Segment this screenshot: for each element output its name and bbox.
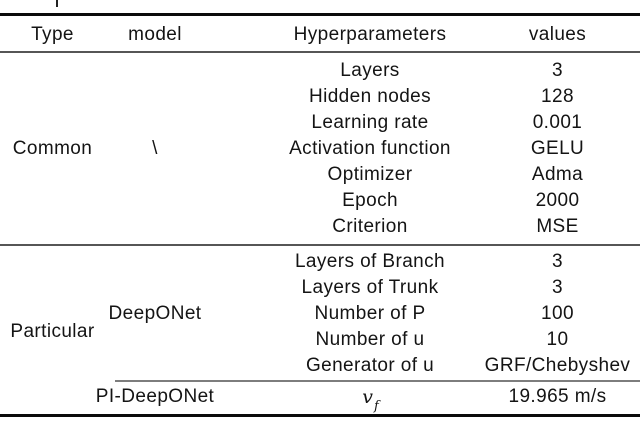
partial-rule-cols-2-4 xyxy=(115,380,640,382)
value-cell: GELU xyxy=(530,138,585,159)
value-cell: Adma xyxy=(531,164,584,185)
param-cell: Number of u xyxy=(315,329,425,350)
param-cell-math: vf xyxy=(245,384,495,415)
value-cell: 128 xyxy=(541,86,574,107)
velocity-symbol: vf xyxy=(362,384,379,415)
value-cell: 10 xyxy=(546,329,569,350)
header-bottom-rule xyxy=(0,51,640,53)
table-row: Criterion MSE xyxy=(0,214,640,240)
table-row: Layers of Branch 3 xyxy=(0,249,640,275)
header-values: values xyxy=(528,24,587,45)
pi-deeponet-model-label: PI-DeepONet xyxy=(95,386,215,407)
table-row: Epoch 2000 xyxy=(0,188,640,214)
table-header-row: Type model Hyperparameters values xyxy=(0,22,640,48)
param-cell: Epoch xyxy=(342,190,398,211)
value-cell: 100 xyxy=(541,303,574,324)
param-cell: Hidden nodes xyxy=(308,86,432,107)
value-cell: GRF/Chebyshev xyxy=(484,355,631,376)
param-cell: Layers of Branch xyxy=(294,251,446,272)
table-row-pi-deeponet: PI-DeepONet vf 19.965 m/s xyxy=(0,384,640,415)
table-row: Layers of Trunk 3 xyxy=(0,275,640,301)
header-hyperparameters: Hyperparameters xyxy=(293,24,447,45)
value-cell: 3 xyxy=(552,251,563,272)
section-label-common: Common xyxy=(12,138,93,159)
param-cell: Layers of Trunk xyxy=(301,277,439,298)
table-row: Hidden nodes 128 xyxy=(0,84,640,110)
value-cell: 3 xyxy=(552,277,563,298)
section-divider-rule xyxy=(0,244,640,246)
math-variable: v xyxy=(362,385,373,408)
table-row: Number of P 100 xyxy=(0,301,640,327)
param-cell: Criterion xyxy=(332,216,408,237)
value-cell: 0.001 xyxy=(532,112,583,133)
table-bottom-rule xyxy=(0,414,640,417)
param-cell: Generator of u xyxy=(305,355,435,376)
param-cell: Optimizer xyxy=(327,164,413,185)
section-label-particular: Particular xyxy=(10,321,95,342)
param-cell: Layers xyxy=(340,60,400,81)
value-cell: MSE xyxy=(536,216,579,237)
table-row: Layers 3 xyxy=(0,58,640,84)
header-type: Type xyxy=(31,24,74,45)
particular-model-label: DeepONet xyxy=(108,303,202,324)
table-row: Learning rate 0.001 xyxy=(0,110,640,136)
table-row: Generator of u GRF/Chebyshev xyxy=(0,353,640,379)
table-row: Activation function GELU xyxy=(0,136,640,162)
cropped-caption-fragment xyxy=(56,0,58,7)
header-model: model xyxy=(128,24,182,45)
param-cell: Number of P xyxy=(314,303,426,324)
table-row: Number of u 10 xyxy=(0,327,640,353)
value-cell: 2000 xyxy=(535,190,580,211)
value-cell: 19.965 m/s xyxy=(508,386,607,407)
table-row: Optimizer Adma xyxy=(0,162,640,188)
common-model-label: \ xyxy=(152,138,158,159)
math-subscript: f xyxy=(373,399,379,415)
table-top-rule xyxy=(0,13,640,16)
param-cell: Activation function xyxy=(289,138,451,159)
param-cell: Learning rate xyxy=(311,112,429,133)
value-cell: 3 xyxy=(552,60,563,81)
